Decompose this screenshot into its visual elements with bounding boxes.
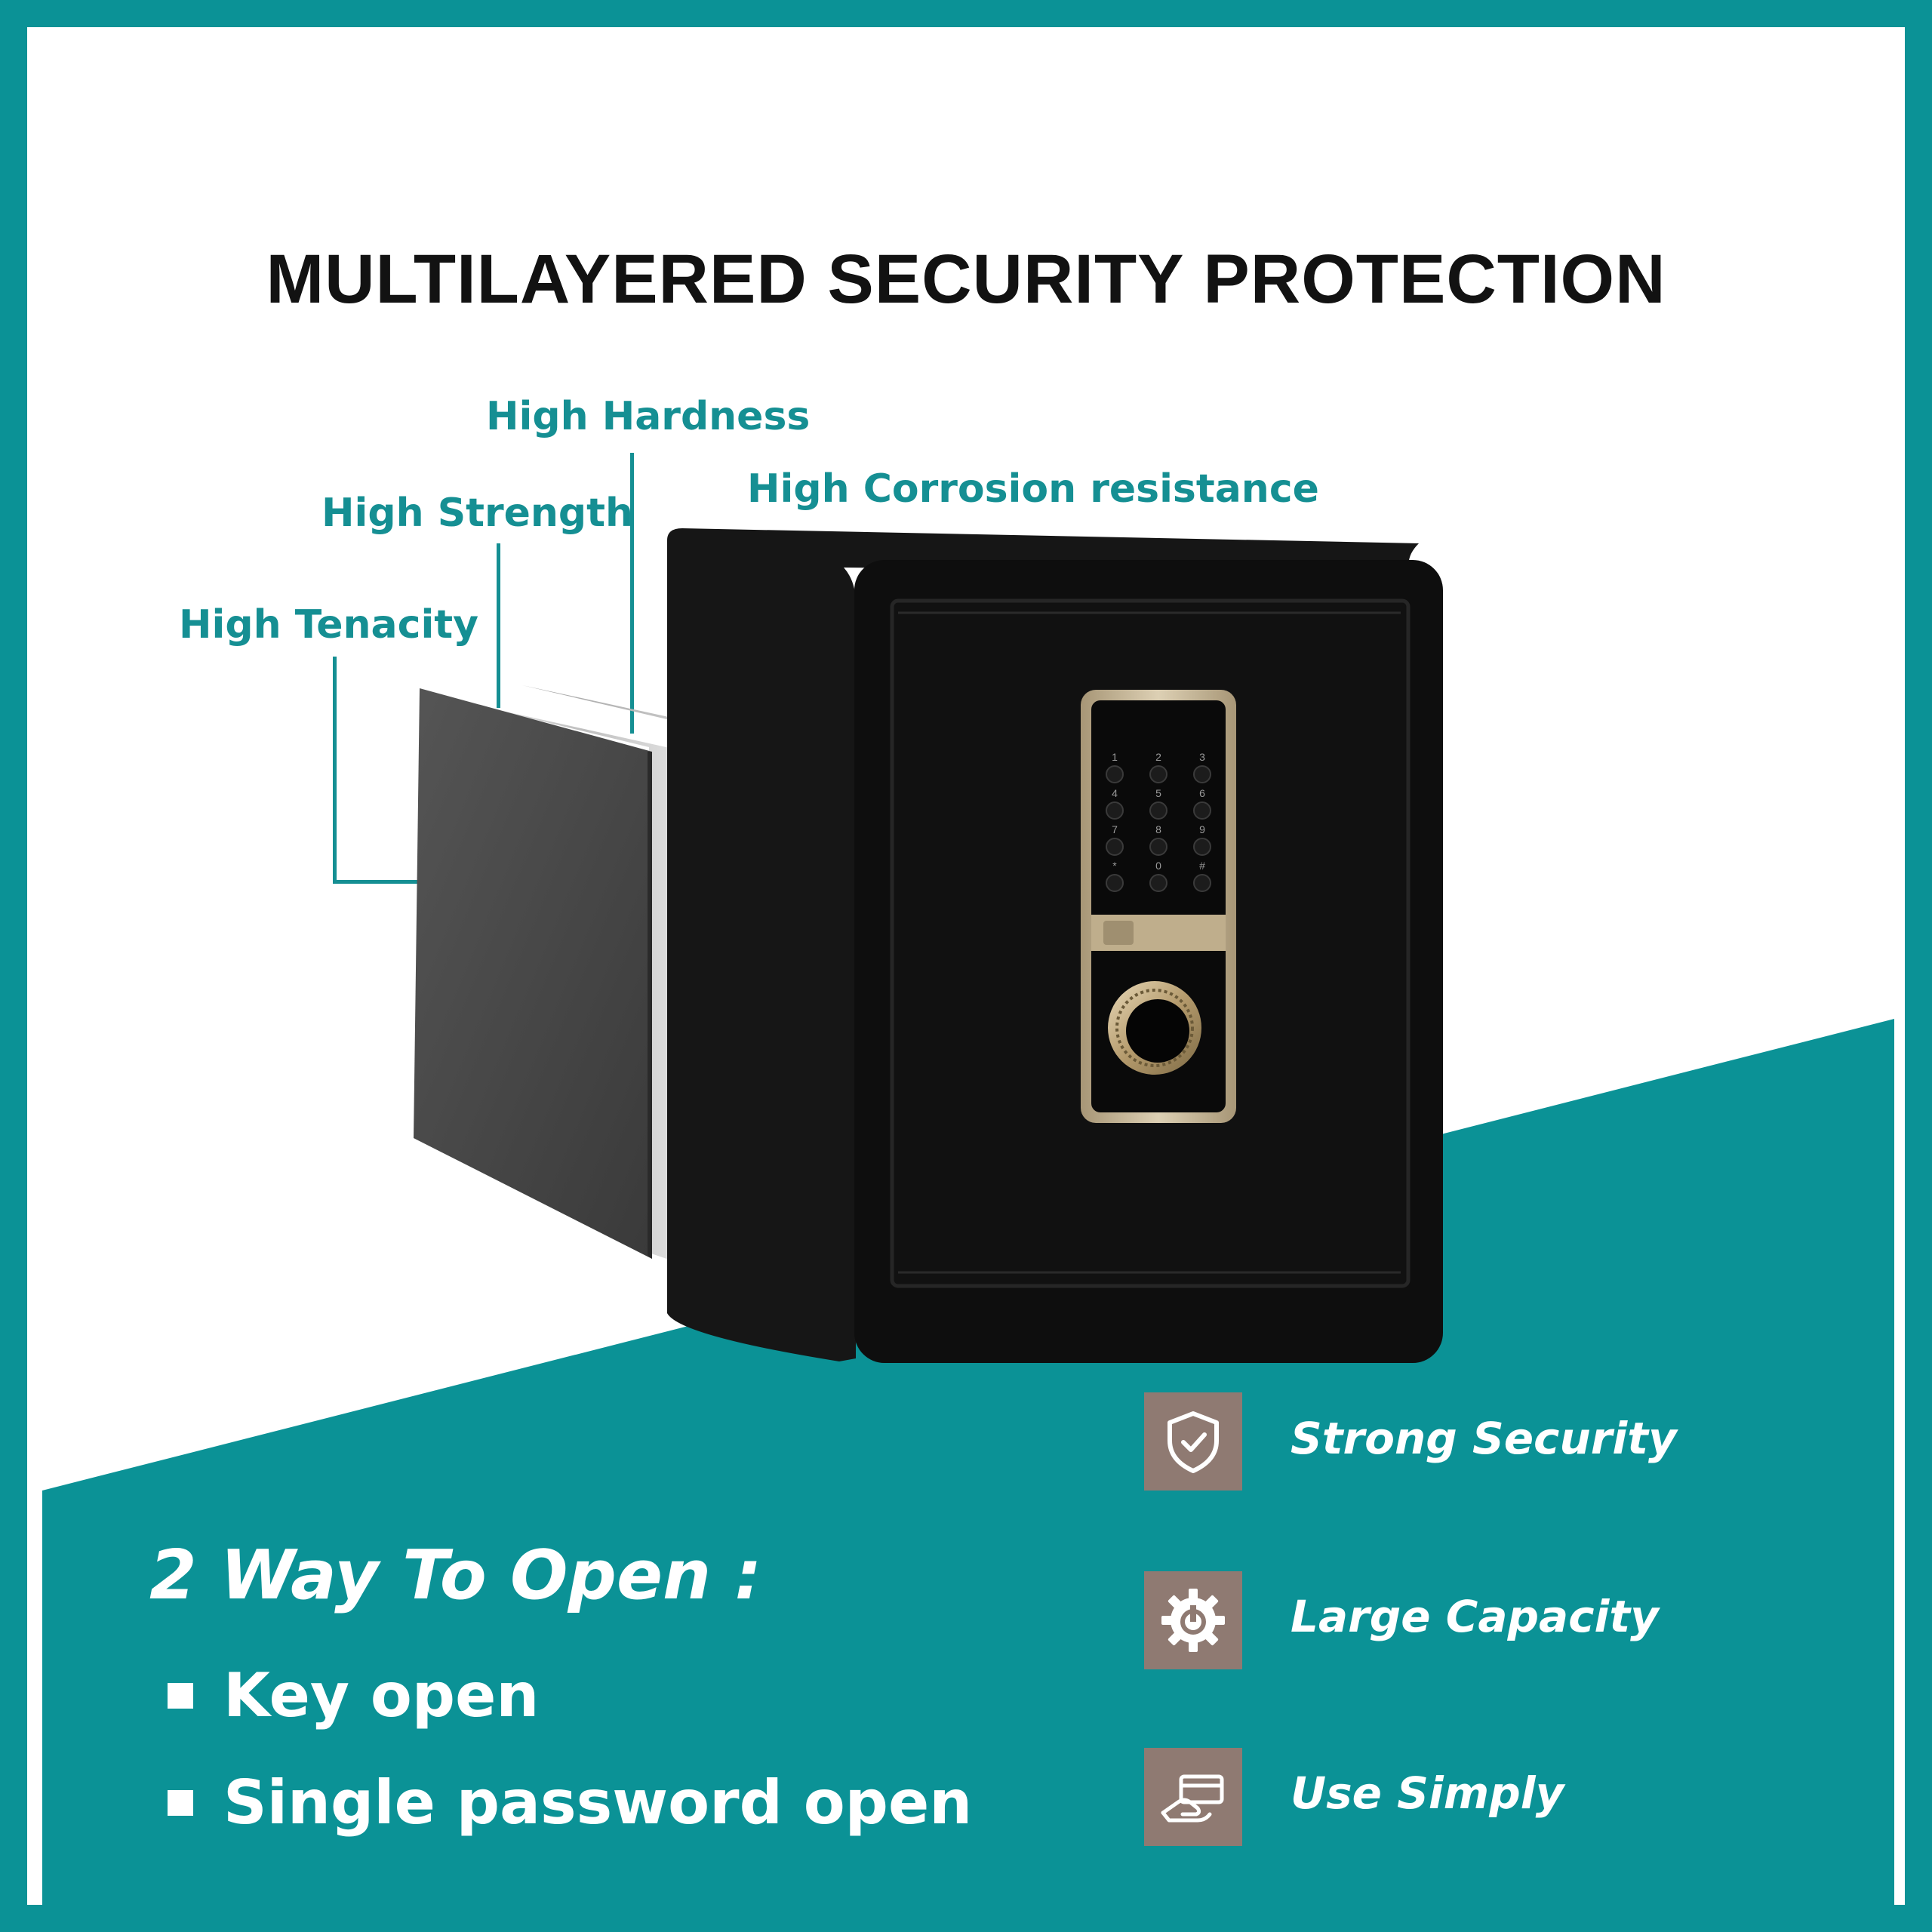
open-method-password: Single password open — [168, 1767, 972, 1838]
open-method-label: Key open — [223, 1660, 540, 1730]
keypad-button — [1106, 838, 1124, 856]
label-high-hardness: High Hardness — [486, 394, 811, 439]
keypad-button — [1149, 874, 1168, 892]
open-methods-heading: 2 Way To Open : — [149, 1536, 762, 1615]
keypad-key-label: 2 — [1155, 751, 1161, 763]
feature-strong-security: Strong Security — [1291, 1413, 1677, 1464]
page-title: MULTILAYERED SECURITY PROTECTION — [266, 241, 1666, 318]
keypad-key-label: 9 — [1199, 823, 1205, 835]
keypad-button — [1149, 801, 1168, 820]
label-high-tenacity: High Tenacity — [179, 602, 479, 648]
keypad-key-label: 4 — [1112, 787, 1118, 799]
label-high-strength: High Strength — [321, 491, 634, 536]
keypad-button — [1149, 765, 1168, 783]
gear-power-icon — [1144, 1571, 1242, 1669]
keypad-key-label: 8 — [1155, 823, 1161, 835]
sheet-tenacity-layer — [414, 688, 652, 1259]
bullet-icon — [168, 1789, 193, 1816]
keypad: 1 2 3 4 5 6 7 8 9 * 0 # — [1106, 751, 1211, 892]
feature-large-capacity: Large Capacity — [1291, 1591, 1659, 1642]
label-high-corrosion-resistance: High Corrosion resistance — [747, 466, 1319, 512]
keypad-key-label: 6 — [1199, 787, 1205, 799]
keypad-key-label: 5 — [1155, 787, 1161, 799]
keypad-button — [1106, 801, 1124, 820]
keypad-key-label: 7 — [1112, 823, 1118, 835]
keypad-button — [1193, 765, 1211, 783]
keypad-key-label: 0 — [1155, 860, 1161, 872]
leader-line-strength — [497, 543, 500, 708]
leader-line-tenacity — [333, 657, 337, 883]
keypad-key-label: 1 — [1112, 751, 1118, 763]
open-method-key: Key open — [168, 1660, 539, 1730]
leader-line-hardness — [630, 453, 634, 734]
keypad-button — [1193, 801, 1211, 820]
keypad-button — [1193, 838, 1211, 856]
keypad-button — [1106, 874, 1124, 892]
bullet-icon — [168, 1682, 193, 1709]
keypad-button — [1149, 838, 1168, 856]
keypad-button — [1193, 874, 1211, 892]
shield-check-icon — [1144, 1392, 1242, 1491]
keypad-button — [1106, 765, 1124, 783]
open-method-label: Single password open — [223, 1767, 973, 1838]
leader-line-tenacity-foot — [333, 880, 423, 884]
feature-use-simply: Use Simply — [1291, 1767, 1564, 1819]
hand-card-icon — [1144, 1748, 1242, 1846]
keypad-key-label: * — [1112, 860, 1117, 872]
keypad-key-label: # — [1199, 860, 1205, 872]
keypad-key-label: 3 — [1199, 751, 1205, 763]
